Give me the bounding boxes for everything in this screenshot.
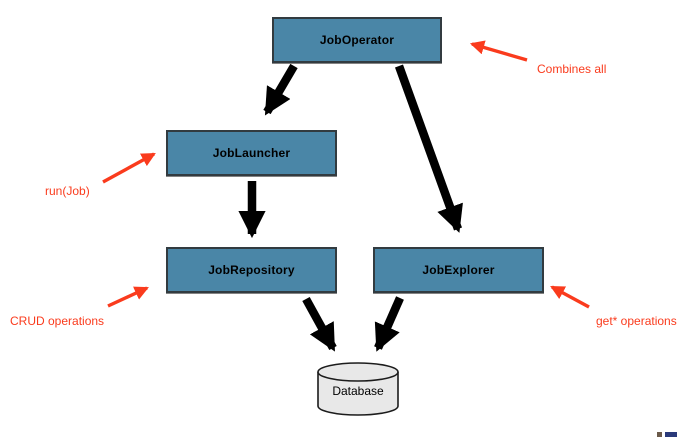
- node-jobrepository: JobRepository: [166, 247, 337, 293]
- annotation-get-operations: get* operations: [596, 314, 677, 328]
- annotation-arrow-run-job: [102, 152, 156, 184]
- node-jobexplorer-label: JobExplorer: [422, 263, 495, 277]
- annotation-crud-operations: CRUD operations: [10, 314, 105, 328]
- annotation-arrow-crud-operations: [107, 286, 149, 308]
- node-database: Database: [315, 360, 401, 418]
- edge-joboperator-joblauncher: [263, 63, 298, 116]
- node-database-label: Database: [332, 384, 384, 398]
- node-jobrepository-label: JobRepository: [208, 263, 295, 277]
- node-joboperator: JobOperator: [272, 17, 442, 63]
- edge-jobexplorer-database: [374, 296, 404, 352]
- clipped-page-number: [657, 432, 677, 438]
- clipped-glyph-fragment: [657, 432, 662, 437]
- clipped-glyph-fragment: [665, 432, 677, 437]
- edge-jobrepository-database: [302, 296, 337, 352]
- node-joblauncher-label: JobLauncher: [212, 146, 291, 160]
- node-joboperator-label: JobOperator: [319, 33, 395, 47]
- node-jobexplorer: JobExplorer: [373, 247, 544, 293]
- annotation-arrow-combines-all: [469, 40, 528, 62]
- annotation-combines-all: Combines all: [537, 62, 607, 76]
- edge-joboperator-jobexplorer: [395, 64, 463, 233]
- annotation-run-job: run(Job): [45, 184, 90, 198]
- node-joblauncher: JobLauncher: [166, 130, 337, 176]
- database-cylinder-icon: [317, 362, 399, 416]
- annotation-arrow-get-operations: [550, 285, 590, 309]
